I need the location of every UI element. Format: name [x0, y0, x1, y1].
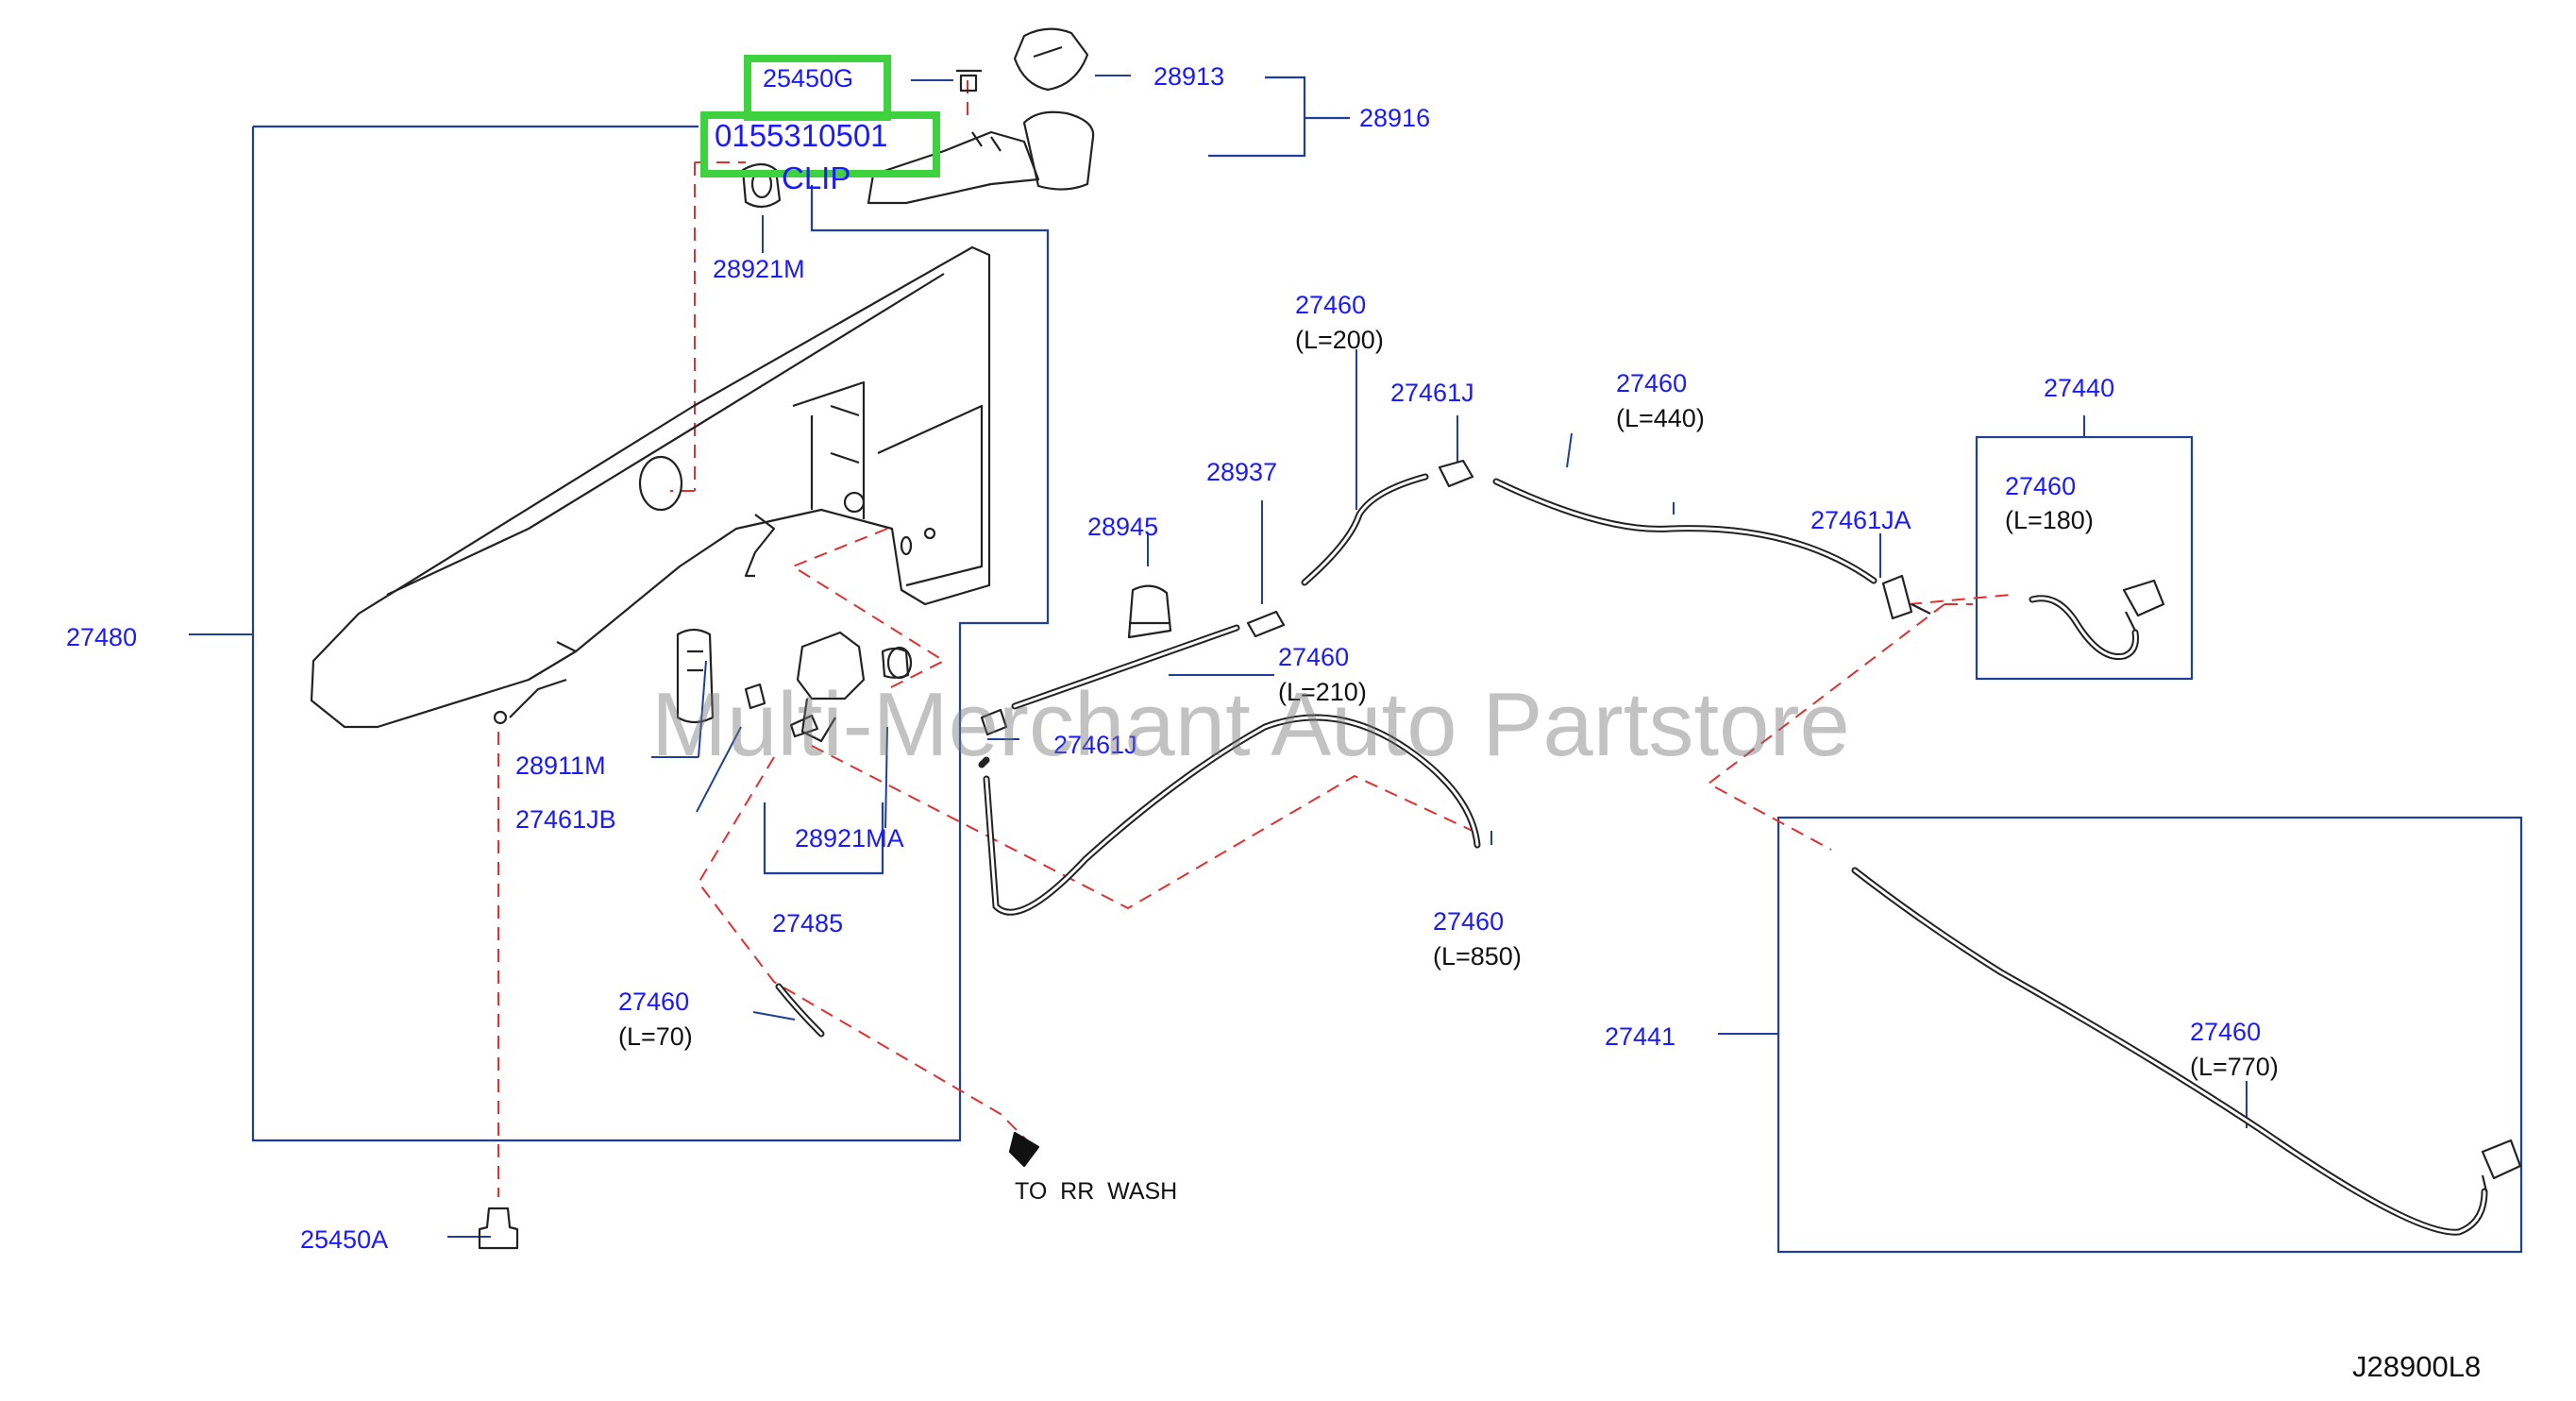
label-27441[interactable]: 27441 — [1605, 1022, 1676, 1051]
label-l70: (L=70) — [618, 1022, 693, 1051]
label-28937[interactable]: 28937 — [1206, 458, 1278, 486]
label-27461J-top[interactable]: 27461J — [1390, 379, 1474, 407]
hose-inner — [777, 475, 2486, 1234]
seal-28921M — [741, 162, 782, 209]
reservoir-group-box — [251, 125, 1050, 1142]
leader-lines — [189, 75, 2248, 1238]
label-l180: (L=180) — [2005, 506, 2094, 534]
label-l200: (L=200) — [1295, 326, 1384, 354]
filler-cap — [1013, 27, 1089, 92]
label-27460-l180[interactable]: 27460 — [2005, 472, 2077, 500]
label-27461J-mid[interactable]: 27461J — [1053, 731, 1137, 759]
filler-tube — [867, 130, 1040, 205]
label-l850: (L=850) — [1433, 942, 1522, 971]
bracket-27485 — [763, 802, 884, 875]
label-28913[interactable]: 28913 — [1153, 62, 1225, 91]
label-25450G[interactable]: 25450G — [763, 64, 854, 93]
to-rr-wash-label: TO RR WASH — [1015, 1178, 1178, 1205]
filler-neck-assembly — [741, 27, 1095, 209]
pump-parts — [676, 628, 913, 743]
filler-funnel — [1022, 110, 1095, 191]
nozzle-27441 — [2481, 1139, 2522, 1192]
watermark: Multi-Merchant Auto Partstore — [651, 674, 1850, 775]
label-27460-l70[interactable]: 27460 — [618, 987, 690, 1016]
grommet-28921MA — [881, 647, 910, 679]
hoses — [775, 473, 2488, 1236]
hose-l180 — [2029, 595, 2139, 661]
label-27460-l850[interactable]: 27460 — [1433, 907, 1505, 936]
label-27460-l770[interactable]: 27460 — [2190, 1018, 2262, 1046]
arrow-to-rr-wash — [1008, 1131, 1040, 1168]
label-27440[interactable]: 27440 — [2044, 374, 2115, 402]
pump-27485 — [796, 631, 866, 700]
label-28921MA[interactable]: 28921MA — [795, 824, 904, 852]
washer-reservoir-tank — [310, 245, 991, 729]
connectors — [478, 459, 2522, 1250]
label-28916[interactable]: 28916 — [1359, 104, 1431, 132]
label-l770: (L=770) — [2190, 1053, 2279, 1081]
bolt-25450A — [478, 1207, 519, 1250]
joint-27461JB — [744, 683, 766, 710]
clip-28945 — [1127, 584, 1172, 639]
label-28911M[interactable]: 28911M — [515, 751, 606, 780]
dashed-lines — [497, 80, 2012, 1197]
check-valve-28937 — [1246, 610, 1286, 638]
highlight-box-clip — [700, 111, 940, 177]
nozzle-27440 — [2122, 579, 2165, 632]
label-27461JB[interactable]: 27461JB — [515, 805, 616, 834]
diagram-code: J28900L8 — [2352, 1350, 2482, 1383]
label-l440: (L=440) — [1616, 404, 1705, 432]
bolt-25450G — [956, 69, 982, 93]
joint-27461JA — [1881, 574, 1931, 620]
hose-l770 — [1851, 867, 2488, 1236]
joint-27461J-top — [1438, 459, 1474, 488]
label-27460-l200[interactable]: 27460 — [1295, 291, 1367, 319]
label-27480[interactable]: 27480 — [66, 623, 138, 651]
label-27460-l210[interactable]: 27460 — [1278, 643, 1350, 671]
label-27485[interactable]: 27485 — [772, 909, 844, 937]
joint-27461J-mid — [980, 708, 1008, 736]
label-clip-part-number[interactable]: 0155310501 — [715, 118, 888, 153]
label-l210: (L=210) — [1278, 678, 1367, 706]
label-28945[interactable]: 28945 — [1087, 513, 1159, 541]
label-25450A[interactable]: 25450A — [300, 1225, 389, 1254]
filter-28911M — [676, 628, 715, 724]
label-28921M[interactable]: 28921M — [713, 255, 805, 283]
bracket-28916 — [1208, 76, 1350, 158]
label-clip[interactable]: CLIP — [782, 160, 851, 195]
label-27461JA[interactable]: 27461JA — [1810, 506, 1911, 534]
label-27460-l440[interactable]: 27460 — [1616, 369, 1688, 397]
box-27441 — [1776, 816, 2523, 1254]
hose-stub-mid — [978, 756, 990, 768]
